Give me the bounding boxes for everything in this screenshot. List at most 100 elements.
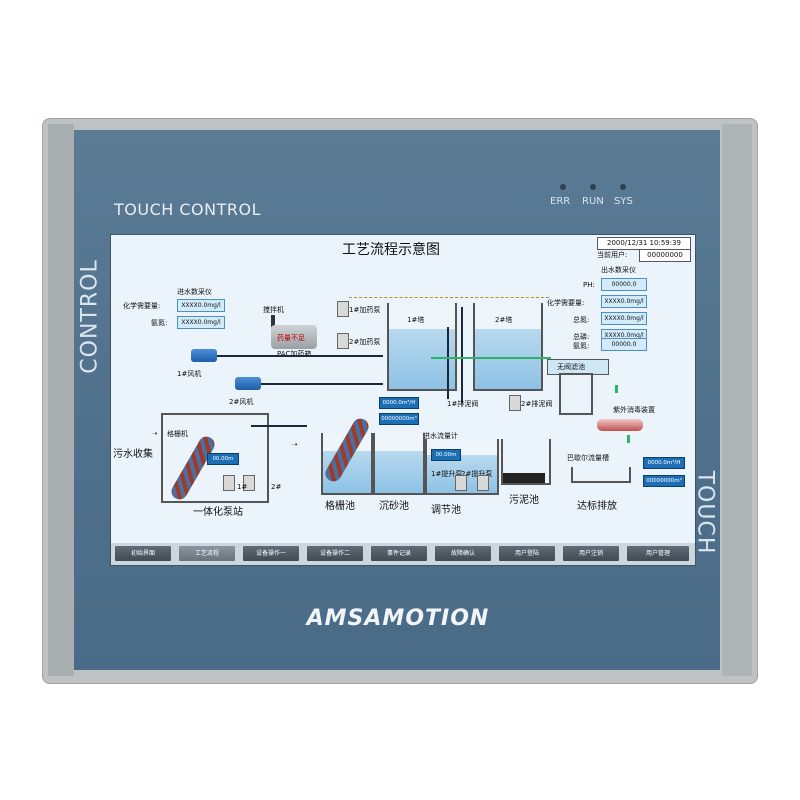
sludge-valve-1-label: 1#排泥阀	[447, 400, 479, 408]
discharge-label: 达标排放	[577, 501, 617, 512]
flow-rate-1: 0000.0m³/H	[379, 397, 419, 409]
nav-fault-ack-button[interactable]: 故障确认	[435, 546, 491, 561]
sys-led-label: SYS	[614, 196, 633, 207]
uv-label: 紫外消毒装置	[613, 406, 655, 414]
fan-1-icon[interactable]	[191, 349, 217, 362]
outlet-tp-label: 总磷:	[573, 333, 590, 341]
grille-pool-label: 格栅池	[325, 501, 355, 512]
fan-2-label: 2#风机	[229, 398, 254, 406]
station-level: 00.00m	[207, 453, 239, 465]
regulating-level: 00.00m	[431, 449, 461, 461]
sludge-pool-tank	[501, 439, 551, 485]
run-led-icon	[590, 184, 596, 190]
hmi-screen: 工艺流程示意图 2000/12/31 10:59:39 当前用户: 000000…	[110, 234, 696, 566]
pac-tank-label: PAC加药箱	[277, 350, 312, 358]
inlet-nh-value: XXXX0.0mg/l	[177, 316, 225, 329]
grit-pool-tank	[373, 433, 425, 495]
station-pump-a-label: 1#	[237, 483, 248, 491]
page-title: 工艺流程示意图	[342, 242, 440, 258]
effluent-pipe	[431, 357, 551, 359]
inlet-title: 进水数采仪	[177, 288, 212, 296]
tower-2-tank	[473, 303, 543, 391]
nav-home-button[interactable]: 初始界面	[115, 546, 171, 561]
nav-event-log-button[interactable]: 事件记录	[371, 546, 427, 561]
sys-led-icon	[620, 184, 626, 190]
valveless-filter-body	[559, 373, 593, 415]
inflow-arrow-icon: ➝	[151, 429, 158, 438]
air-pipe-2	[261, 383, 383, 385]
air-pipe-1	[217, 355, 383, 357]
brand-logo: AMSAMOTION	[306, 606, 490, 631]
status-leds: ERR RUN SYS	[548, 184, 648, 214]
lift-pump-1-label: 1#提升泵	[431, 470, 463, 478]
uv-device-icon	[597, 419, 643, 431]
nav-process-button[interactable]: 工艺流程	[179, 546, 235, 561]
err-led-icon	[560, 184, 566, 190]
outlet-ph-value: 00000.0	[601, 278, 647, 291]
inflow-meter-label: 进水流量计	[423, 432, 458, 440]
outlet-nh-label: 氨氮:	[573, 342, 590, 350]
err-led-label: ERR	[550, 196, 571, 207]
outlet-nh-value: 00000.0	[601, 338, 647, 351]
grille-machine-label: 格栅机	[167, 430, 188, 438]
left-side-strip	[48, 124, 74, 676]
sludge-valve-2-label: 2#排泥阀	[521, 400, 553, 408]
dosing-pump-1-icon[interactable]	[337, 301, 349, 317]
sludge-pool-label: 污泥池	[509, 495, 539, 506]
flow-drop-icon	[615, 385, 618, 393]
nav-logout-button[interactable]: 用户注销	[563, 546, 619, 561]
tower-pipe-1	[447, 327, 449, 399]
pac-warning-label: 药量不足	[277, 334, 305, 342]
right-side-strip	[722, 124, 752, 676]
nav-device-op2-button[interactable]: 设备操作二	[307, 546, 363, 561]
fan-1-label: 1#风机	[177, 370, 202, 378]
pump-station-tank	[161, 413, 269, 503]
station-pipe	[251, 425, 307, 427]
outlet-tn-label: 总氮:	[573, 316, 590, 324]
inlet-cod-label: 化学需要量:	[123, 302, 161, 310]
tower-pipe-2	[461, 307, 463, 403]
mixer-icon	[271, 315, 275, 327]
run-led-label: RUN	[582, 196, 604, 207]
station-pump-b-icon[interactable]	[243, 475, 255, 491]
station-pump-b-label: 2#	[271, 483, 282, 491]
mixer-label: 搅拌机	[263, 306, 284, 314]
current-user-value: 00000000	[639, 249, 691, 262]
flow-total-1: 00000000m³	[379, 413, 419, 425]
nav-device-op1-button[interactable]: 设备操作一	[243, 546, 299, 561]
outlet-cod-label: 化学需要量:	[547, 299, 585, 307]
parshall-flume	[571, 467, 631, 483]
fan-2-icon[interactable]	[235, 377, 261, 390]
dosing-pump-2-icon[interactable]	[337, 333, 349, 349]
nav-login-button[interactable]: 用户登陆	[499, 546, 555, 561]
outlet-cod-value: XXXX0.0mg/l	[601, 295, 647, 308]
inlet-cod-value: XXXX0.0mg/l	[177, 299, 225, 312]
nav-user-manage-button[interactable]: 用户管理	[627, 546, 689, 561]
parshall-label: 巴歇尔流量槽	[567, 454, 609, 462]
outlet-ph-label: PH:	[583, 281, 595, 289]
tower-1-label: 1#塔	[407, 316, 425, 324]
brand-top-text: TOUCH CONTROL	[114, 200, 261, 219]
lift-pump-1-icon[interactable]	[455, 475, 467, 491]
current-user-label: 当前用户:	[597, 251, 628, 259]
lift-pump-2-icon[interactable]	[477, 475, 489, 491]
dosing-pump-1-label: 1#加药泵	[349, 306, 381, 314]
regulating-pool-label: 调节池	[431, 505, 461, 516]
inlet-nh-label: 氨氮:	[151, 319, 168, 327]
flow-arrow-icon: ➝	[291, 440, 298, 449]
station-pump-a-icon[interactable]	[223, 475, 235, 491]
flow-rate-out: 0000.0m³/H	[643, 457, 685, 469]
grit-pool-label: 沉砂池	[379, 501, 409, 512]
side-text-left: CONTROL	[77, 259, 103, 374]
sludge-valve-2-icon[interactable]	[509, 395, 521, 411]
outlet-title: 出水数采仪	[601, 266, 636, 274]
dosing-pump-2-label: 2#加药泵	[349, 338, 381, 346]
sludge-fill	[503, 473, 545, 483]
dosing-pipe	[349, 297, 549, 298]
pump-station-label: 一体化泵站	[193, 507, 243, 518]
tower-2-label: 2#塔	[495, 316, 513, 324]
lift-pump-2-label: 2#提升泵	[461, 470, 493, 478]
valveless-filter-label: 无阀滤池	[557, 363, 585, 371]
tower-1-tank	[387, 303, 457, 391]
flow-total-out: 00000000m³	[643, 475, 685, 487]
